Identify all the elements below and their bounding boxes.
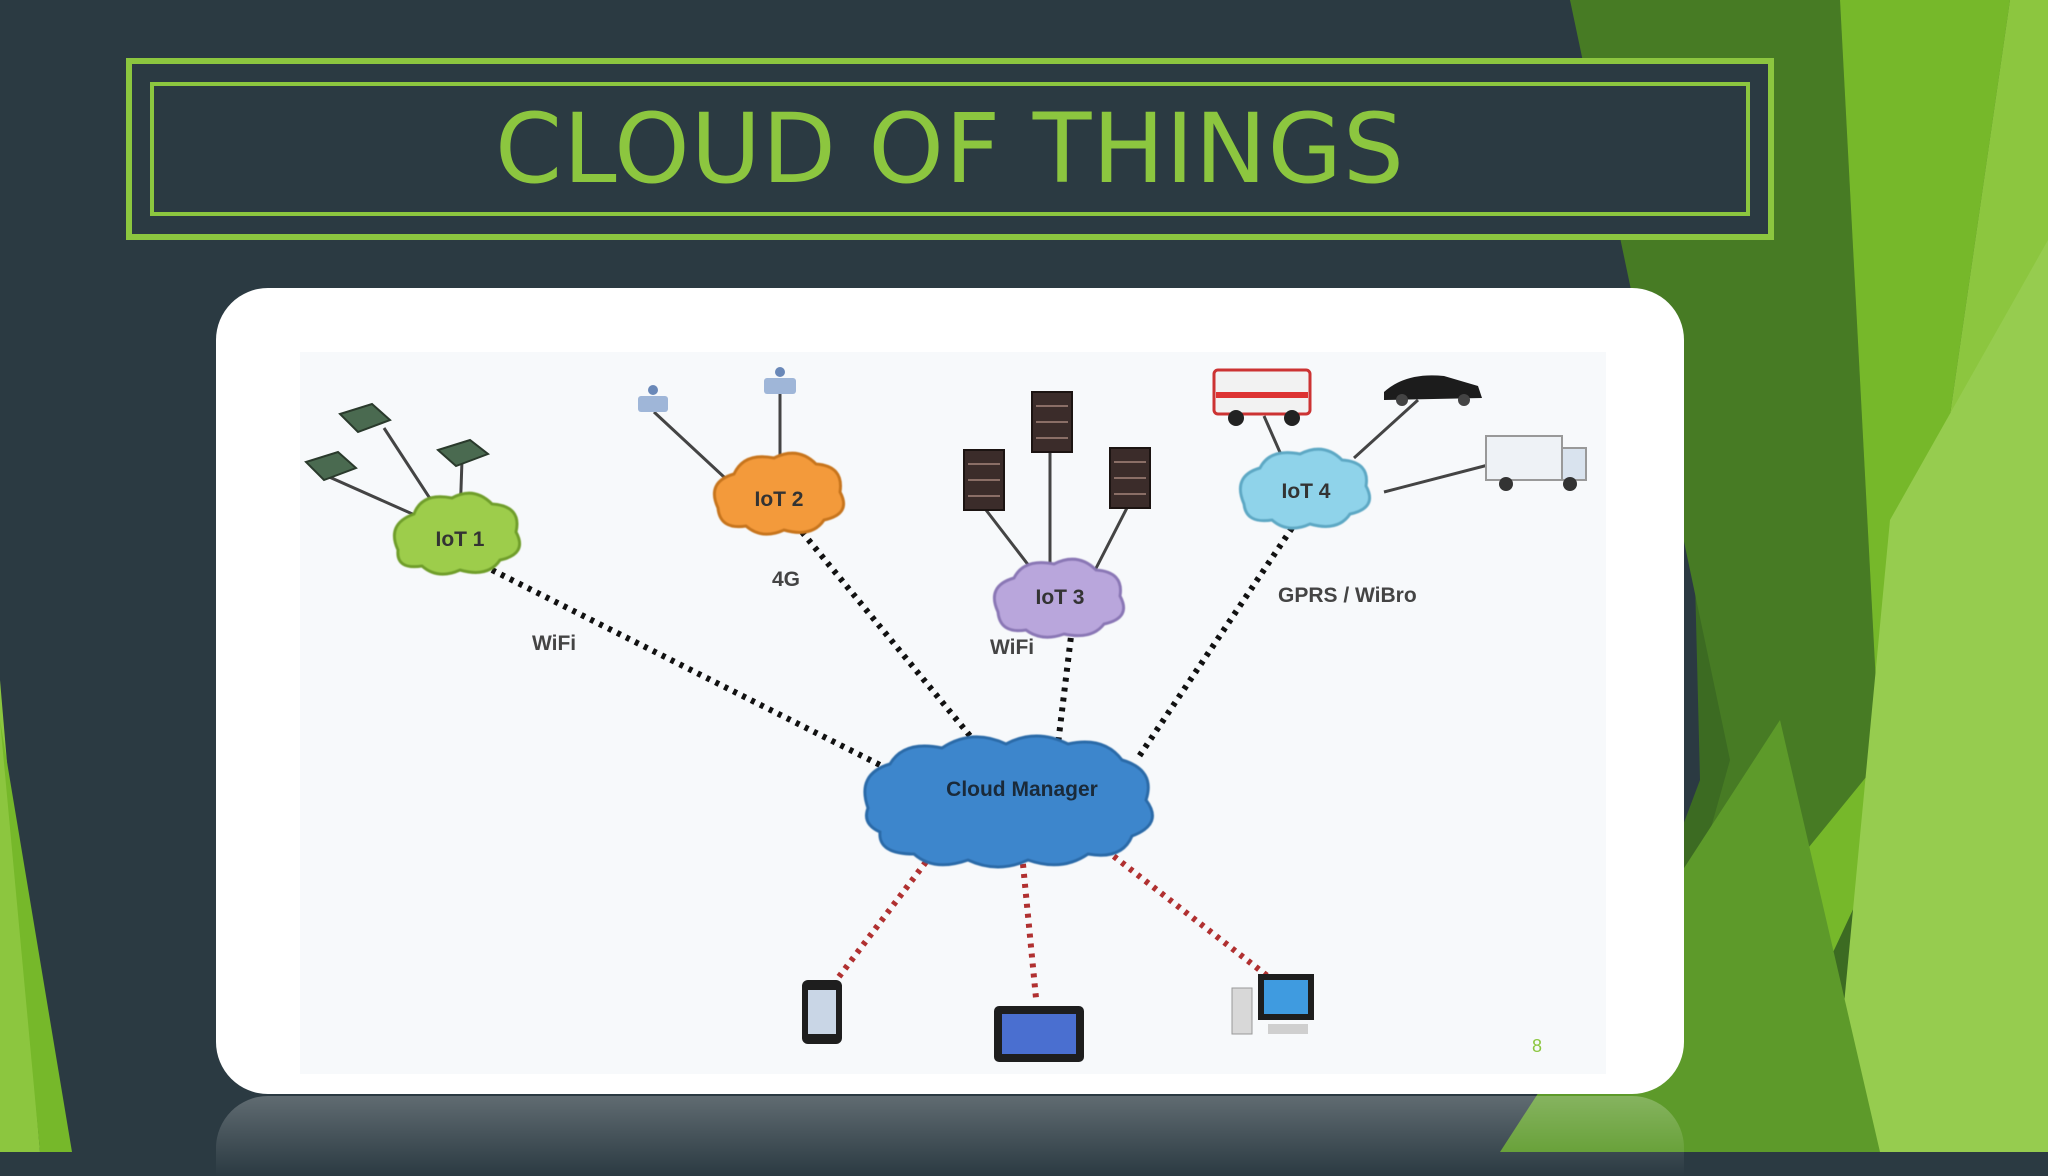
car-icon [1384,375,1482,406]
iot4-label: IoT 4 [1281,480,1330,503]
link-manager-tablet [1019,853,1039,999]
iot4-cloud [1239,447,1371,530]
link-manager-phone [835,844,941,980]
tablet-icon [994,1006,1084,1062]
link-iot2-manager [799,530,983,750]
diagram-image-area [300,352,1606,1074]
title-frame: CLOUD OF THINGS [126,58,1774,240]
iot3-cloud [993,557,1125,639]
link-iot4-manager [1135,526,1295,760]
iot1-link-label: WiFi [532,632,576,655]
iot2-cloud [713,451,845,536]
iot2-label: IoT 2 [754,488,803,511]
smartphone-icon [802,980,842,1044]
ambulance-icon [1212,368,1312,426]
iot2-link-label: 4G [772,568,800,591]
iot1-label: IoT 1 [435,528,484,551]
link-manager-computer [1096,841,1272,981]
truck-icon [1485,435,1587,491]
link-iot3-manager [1055,627,1075,745]
panel-reflection [216,1096,1684,1176]
slide-title: CLOUD OF THINGS [495,93,1405,205]
cloud-of-things-diagram: IoT 1 IoT 2 IoT 3 IoT 4 Cloud Manager Wi… [304,367,1587,1062]
diagram-panel: IoT 1 IoT 2 IoT 3 IoT 4 Cloud Manager Wi… [216,288,1684,1094]
cloud-manager-cloud [863,734,1154,869]
desktop-computer-icon [1231,974,1314,1035]
sensor-panel-icon [304,402,491,482]
antenna-icon [638,367,796,412]
iot1-cloud [393,491,521,576]
link-iot1-manager [490,567,888,771]
server-rack-icon [963,391,1151,511]
page-number: 8 [1532,1036,1543,1056]
iot3-link-label: WiFi [990,636,1034,659]
title-inner-border [150,82,1750,216]
cloud-manager-label: Cloud Manager [946,778,1098,801]
iot4-link-label: GPRS / WiBro [1278,584,1417,607]
iot3-label: IoT 3 [1035,586,1084,609]
